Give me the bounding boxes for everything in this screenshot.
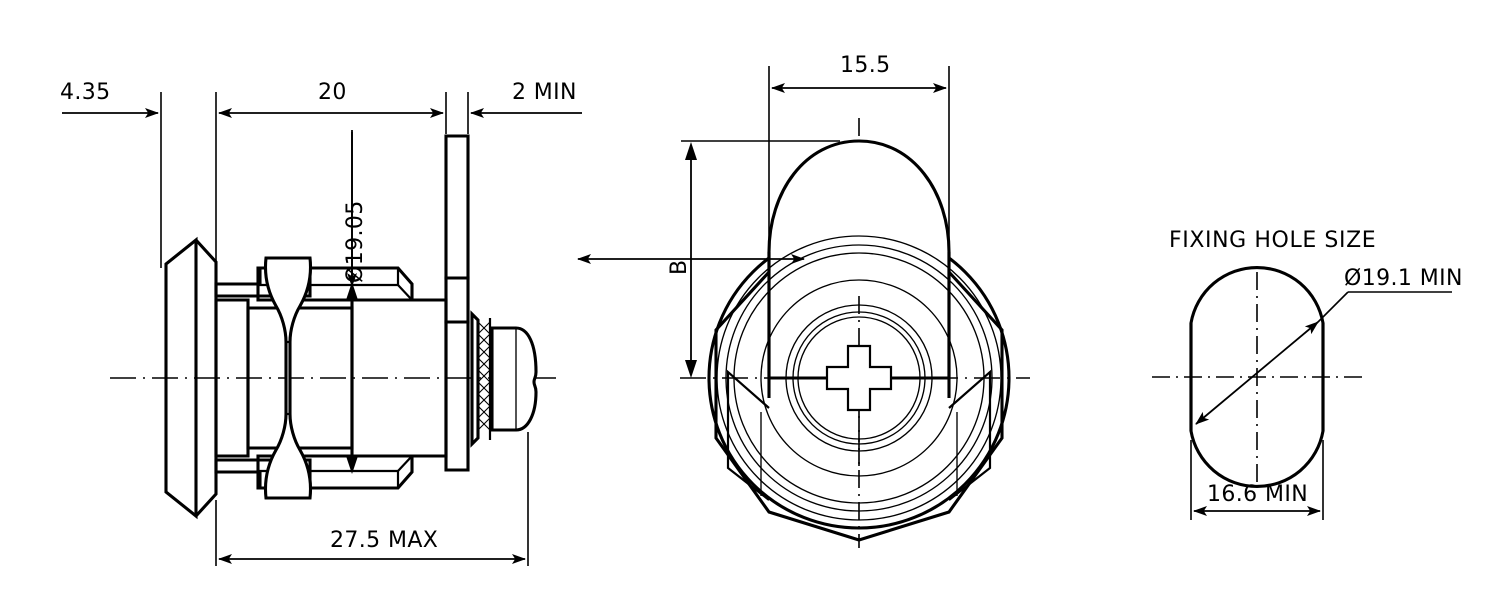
dim-arrow-down: [346, 288, 358, 474]
leader-hole-diameter: [1195, 291, 1452, 425]
retaining-collar: [263, 256, 313, 500]
fixing-hole-profile: [1189, 265, 1325, 489]
hex-nut: [714, 270, 1004, 542]
screw-head: [490, 326, 538, 432]
fixing-hole-title: FIXING HOLE SIZE: [1169, 228, 1377, 253]
dim-label-flange-thickness: 4.35: [60, 80, 111, 105]
dim-label-cam-height: B: [667, 259, 692, 276]
knurl-hatching: [477, 321, 491, 431]
cam-lever: [767, 139, 951, 398]
dim-label-body-length: 20: [318, 80, 347, 105]
dim-label-cam-width: 15.5: [840, 53, 891, 78]
dim-arrow-b-top: [685, 142, 697, 160]
cam-side-faces: [726, 369, 992, 501]
dim-label-body-diameter: Ø19.05: [343, 200, 368, 283]
cam-plate: [444, 134, 470, 472]
dim-label-cam-clearance: 2 MIN: [512, 80, 577, 105]
dim-label-overall-length: 27.5 MAX: [330, 528, 439, 553]
side-section-view: [62, 92, 582, 566]
fixing-hole-view: [1152, 265, 1452, 520]
spring-washer-knurl: [470, 310, 492, 448]
dim-label-hole-diameter: Ø19.1 MIN: [1344, 266, 1463, 291]
front-view: [577, 66, 1030, 548]
dim-label-hole-flat-width: 16.6 MIN: [1207, 482, 1309, 507]
dim-arrow-b-bottom: [685, 360, 697, 378]
phillips-cross-recess: [825, 344, 893, 412]
